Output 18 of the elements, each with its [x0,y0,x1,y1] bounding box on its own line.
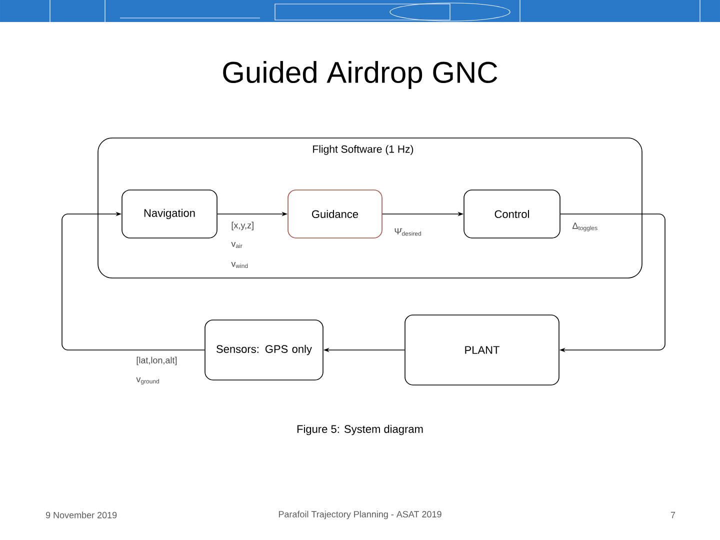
signal-label: [x,y,z] [232,222,254,230]
signal-label: v$_{ground}$ [136,377,159,385]
signal-label: Δ$_{toggles}$ [572,222,598,232]
footer-date: 9 November 2019 [46,512,117,518]
process-box: PLANT [404,314,560,386]
arrow [62,212,206,350]
signal-label: [lat,lon,alt] [136,356,177,366]
caption: Figure 5: System diagram [297,424,423,436]
process-box: Guidance [288,190,382,238]
page-number: 7 [670,512,676,518]
title: Guided Airdrop GNC [223,61,498,89]
process-box: Control [464,190,560,238]
footer-text: Parafoil Trajectory Planning - ASAT 2019 [278,510,442,520]
signal-label: v$_{wind}$ [231,262,248,268]
process-box: Sensors: GPS only [204,320,324,380]
signal-label: Ψ̇$_{desired}$ [394,228,421,236]
signal-label: v$_{air}$ [231,242,242,248]
process-box: Navigation [122,190,218,238]
